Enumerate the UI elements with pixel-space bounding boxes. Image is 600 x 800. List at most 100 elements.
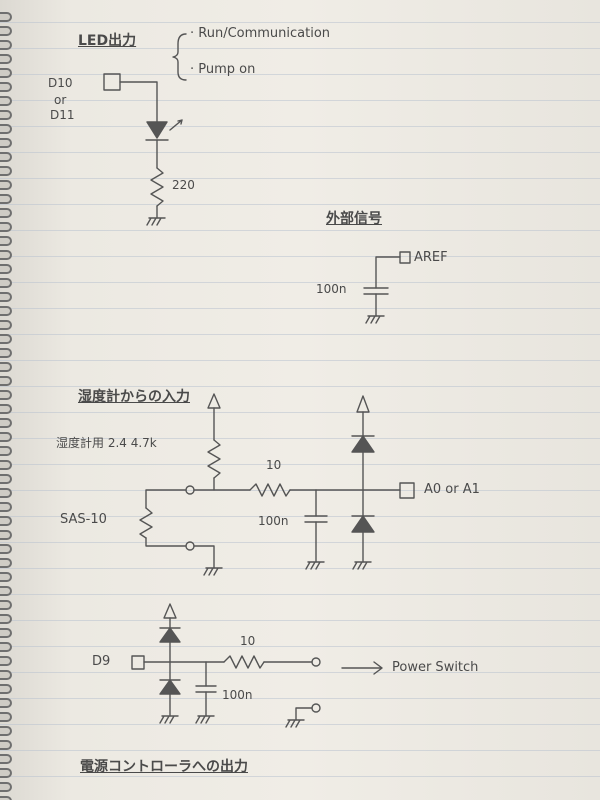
ruled-line [0,776,600,777]
spiral-ring [0,96,12,106]
spiral-ring [0,530,12,540]
ruled-line [0,542,600,543]
spiral-ring [0,642,12,652]
spiral-ring [0,40,12,50]
spiral-ring [0,278,12,288]
ruled-line [0,698,600,699]
spiral-ring [0,236,12,246]
spiral-ring [0,488,12,498]
spiral-ring [0,12,12,22]
ruled-line [0,308,600,309]
sensor-circuit [139,393,415,576]
spiral-ring [0,250,12,260]
led-item-pump-text: Pump on [198,62,256,77]
sensor-capacitor-value: 100n [258,514,289,528]
spiral-ring [0,474,12,484]
ruled-line [0,464,600,465]
spiral-ring [0,782,12,792]
spiral-ring [0,376,12,386]
spiral-ring [0,26,12,36]
led-circuit [103,33,187,226]
ruled-line [0,620,600,621]
spiral-ring [0,768,12,778]
led-pin-label-d10: D10 [48,76,73,90]
power-pin-label: D9 [92,654,111,669]
ruled-line [0,646,600,647]
ruled-line [0,22,600,23]
ruled-line [0,360,600,361]
aref-capacitor-value: 100n [316,282,347,296]
spiral-ring [0,754,12,764]
spiral-ring [0,208,12,218]
ruled-line [0,594,600,595]
ruled-line [0,438,600,439]
spiral-ring [0,600,12,610]
led-item-pump-on: · Pump on [190,62,256,77]
spiral-ring [0,390,12,400]
spiral-ring [0,82,12,92]
power-switch-label: Power Switch [392,660,479,675]
spiral-ring [0,796,12,800]
spiral-ring [0,712,12,722]
analog-output-label: A0 or A1 [424,482,480,497]
pullup-resistor-label: 湿度計用 2.4 4.7k [56,436,157,450]
ruled-line [0,204,600,205]
ruled-line [0,568,600,569]
ruled-line [0,48,600,49]
spiral-ring [0,334,12,344]
spiral-ring [0,572,12,582]
ruled-line [0,282,600,283]
aref-section-title: 外部信号 [326,211,382,227]
spiral-ring [0,166,12,176]
ruled-line [0,672,600,673]
spiral-ring [0,698,12,708]
sensor-section-title: 湿度計からの入力 [78,389,190,405]
spiral-ring [0,194,12,204]
spiral-ring [0,684,12,694]
ruled-line [0,724,600,725]
spiral-ring [0,628,12,638]
spiral-ring [0,110,12,120]
led-pin-label-or: or [54,93,67,107]
spiral-ring [0,124,12,134]
sensor-name-label: SAS-10 [60,512,107,527]
power-circuit [131,603,383,728]
power-resistor-value: 10 [240,634,256,648]
power-capacitor-value: 100n [222,688,253,702]
spiral-ring [0,306,12,316]
led-item-run-communication: · Run/Communication [190,26,331,41]
ruled-line [0,412,600,413]
spiral-ring [0,558,12,568]
spiral-ring [0,516,12,526]
spiral-ring [0,68,12,78]
ruled-line [0,178,600,179]
ruled-line [0,230,600,231]
ruled-line [0,750,600,751]
spiral-ring [0,460,12,470]
ruled-line [0,516,600,517]
spiral-ring [0,586,12,596]
led-pin-label-d11: D11 [50,108,75,122]
spiral-ring [0,432,12,442]
led-item-run-text: Run/Communication [198,26,331,41]
spiral-ring [0,362,12,372]
spiral-ring [0,320,12,330]
spiral-ring [0,502,12,512]
power-section-title: 電源コントローラへの出力 [80,759,248,775]
spiral-ring [0,264,12,274]
spiral-ring [0,54,12,64]
aref-pin-label: AREF [414,250,448,265]
ruled-line [0,100,600,101]
ruled-line [0,74,600,75]
spiral-ring [0,656,12,666]
spiral-ring [0,404,12,414]
ruled-line [0,256,600,257]
aref-circuit [363,251,411,324]
spiral-ring [0,348,12,358]
ruled-line [0,126,600,127]
spiral-ring [0,152,12,162]
series-resistor-value: 10 [266,458,282,472]
spiral-ring [0,222,12,232]
spiral-ring [0,446,12,456]
